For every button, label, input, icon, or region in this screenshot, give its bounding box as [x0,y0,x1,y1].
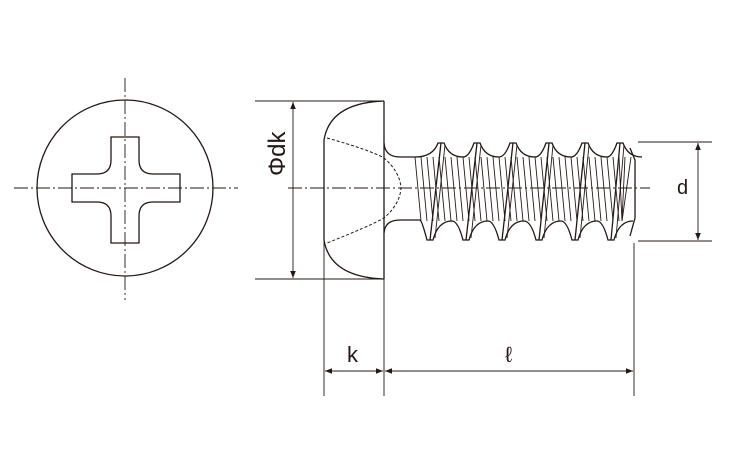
head-top-view [14,78,238,300]
label-thread-diameter: d [677,177,689,199]
thread-hatch-line [510,156,518,222]
thread-tip [629,147,636,237]
thread-flank-line [610,142,621,241]
label-head-height: k [347,342,358,367]
thread-crest-top [414,142,643,158]
thread-hatch-line [558,156,566,222]
thread-hatch-line [621,156,632,222]
thread-flank-line [465,142,478,241]
thread-hatch-line [570,156,578,222]
thread-flank-line [574,142,586,241]
thread-hatch-line [582,156,590,222]
thread-hatch-line [498,156,506,222]
head-side-view [323,100,402,280]
thread-flank-line [434,144,446,239]
thread-hatch-line [486,156,494,222]
neck-fillet-bottom [383,219,420,234]
thread-hatch-line [414,156,422,222]
thread-hatch-line [600,156,608,222]
thread-hatch-line [534,156,542,222]
thread-flank-line [615,144,625,239]
thread-flank-line [538,142,550,241]
thread-hatch-line [594,156,602,222]
thread-hatch-line [450,156,458,222]
thread-hatch-line [528,156,536,222]
thread-hatch-line [516,156,524,222]
phillips-cross-recess [71,136,181,244]
dimension-dk [255,100,384,280]
thread-hatch-line [522,156,530,222]
thread-hatch-line [492,156,500,222]
thread-hatch-line [552,156,560,222]
thread-flank-line [470,144,482,239]
thread-hatch-line [474,156,482,222]
thread-hatch-line [588,156,596,222]
neck-fillet-top [383,142,415,158]
thread-body [383,142,643,241]
thread-flank-line [501,142,514,241]
thread-hatch-line [420,156,428,222]
thread-hatch-line [438,156,446,222]
thread-hatch-line [621,156,626,222]
thread-hatch-line [444,156,452,222]
thread-hatch-line [564,156,572,222]
thread-hatch-line [462,156,470,222]
thread-hatch-line [456,156,464,222]
label-length: ℓ [505,342,513,367]
dimension-k-l [323,240,635,396]
thread-crest-bottom [419,219,634,241]
thread-flank-line [543,144,554,239]
label-head-diameter: Φdk [264,131,291,177]
thread-flank-line [429,142,442,241]
dimension-d [638,141,712,242]
thread-hatch-line [480,156,488,222]
thread-flank-line [579,144,590,239]
head-profile [323,100,385,280]
thread-hatch-line [426,156,434,222]
thread-hatch-line [606,156,614,222]
thread-hatch-line [546,156,554,222]
thread-flank-line [506,144,518,239]
